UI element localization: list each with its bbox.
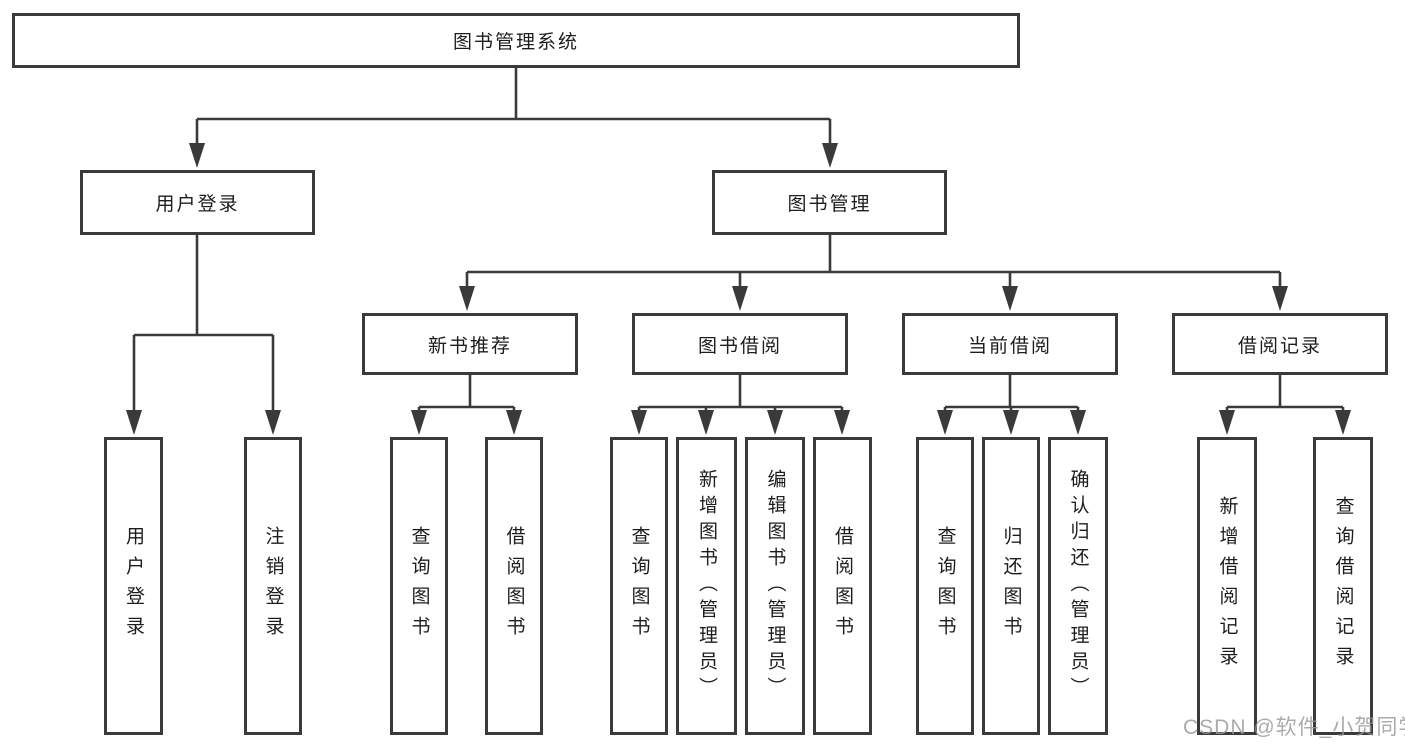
node-current-borrowing-label: 当前借阅 <box>967 335 1052 357</box>
node-borrowing-records-label: 借阅记录 <box>1237 335 1322 357</box>
leaf-confirm-return-admin-label: 确认归还（管理员） <box>1067 469 1089 703</box>
node-new-book-recommendation: 新书推荐 <box>362 313 578 375</box>
node-user-login: 用户登录 <box>80 170 315 235</box>
leaf-query-books-borrowing-label: 查询图书 <box>628 526 650 646</box>
leaf-add-borrow-record: 新增借阅记录 <box>1197 437 1257 735</box>
leaf-add-books-admin: 新增图书（管理员） <box>676 437 737 735</box>
node-user-login-label: 用户登录 <box>155 194 240 215</box>
leaf-edit-books-admin: 编辑图书（管理员） <box>745 437 805 735</box>
node-root-label: 图书管理系统 <box>452 32 579 53</box>
node-current-borrowing: 当前借阅 <box>902 313 1118 375</box>
leaf-query-books-recommend-label: 查询图书 <box>408 526 430 646</box>
leaf-confirm-return-admin: 确认归还（管理员） <box>1048 437 1108 735</box>
leaf-add-borrow-record-label: 新增借阅记录 <box>1216 496 1238 676</box>
leaf-query-books-current: 查询图书 <box>916 437 974 735</box>
leaf-query-books-current-label: 查询图书 <box>934 526 956 646</box>
leaf-query-borrow-record: 查询借阅记录 <box>1313 437 1373 735</box>
node-book-borrowing: 图书借阅 <box>632 313 848 375</box>
node-book-management-label: 图书管理 <box>787 194 872 215</box>
leaf-query-books-borrowing: 查询图书 <box>610 437 668 735</box>
leaf-edit-books-admin-label: 编辑图书（管理员） <box>764 469 786 703</box>
arrowheads <box>126 143 1351 435</box>
leaf-borrow-books-borrowing-label: 借阅图书 <box>832 526 853 646</box>
leaf-borrow-books-recommend-label: 借阅图书 <box>503 526 525 646</box>
leaf-return-books-label: 归还图书 <box>1000 526 1022 646</box>
watermark: CSDN @软件_小贺同学 <box>1183 716 1405 739</box>
leaf-user-login: 用户登录 <box>104 437 163 735</box>
leaf-logout: 注销登录 <box>244 437 302 735</box>
leaf-query-borrow-record-label: 查询借阅记录 <box>1332 496 1354 676</box>
leaf-add-books-admin-label: 新增图书（管理员） <box>696 469 717 703</box>
leaf-user-login-label: 用户登录 <box>123 526 144 646</box>
leaf-return-books: 归还图书 <box>982 437 1040 735</box>
leaf-borrow-books-recommend: 借阅图书 <box>485 437 543 735</box>
leaf-logout-label: 注销登录 <box>262 526 284 646</box>
leaf-query-books-recommend: 查询图书 <box>390 437 448 735</box>
node-book-management: 图书管理 <box>712 170 947 235</box>
node-borrowing-records: 借阅记录 <box>1172 313 1388 375</box>
leaf-borrow-books-borrowing: 借阅图书 <box>813 437 872 735</box>
node-book-borrowing-label: 图书借阅 <box>697 335 782 357</box>
node-new-book-recommendation-label: 新书推荐 <box>427 335 512 357</box>
node-root: 图书管理系统 <box>12 13 1020 68</box>
